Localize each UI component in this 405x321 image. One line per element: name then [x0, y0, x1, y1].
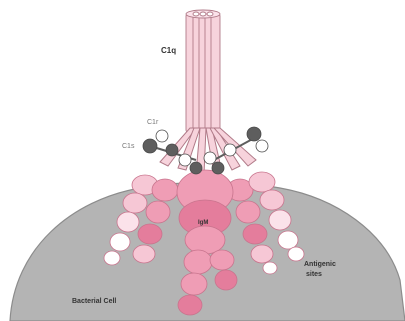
c1s-subunit-right — [256, 140, 268, 152]
label-bacterial-cell: Bacterial Cell — [72, 298, 116, 305]
label-c1r: C1r — [147, 119, 159, 126]
label-c1s: C1s — [122, 143, 135, 150]
label-c1q: C1q — [161, 46, 176, 55]
label-antigenic-sites-1: Antigenic — [304, 261, 336, 268]
label-antigenic-sites-2: sites — [306, 271, 322, 278]
igm-central-body — [177, 170, 233, 254]
c1s-subunit-left — [143, 139, 157, 153]
c1r-subunit-right — [247, 127, 261, 141]
label-igm: IgM — [198, 220, 208, 226]
c1r-subunit-left — [156, 130, 168, 142]
c1q-stalk — [186, 10, 220, 132]
